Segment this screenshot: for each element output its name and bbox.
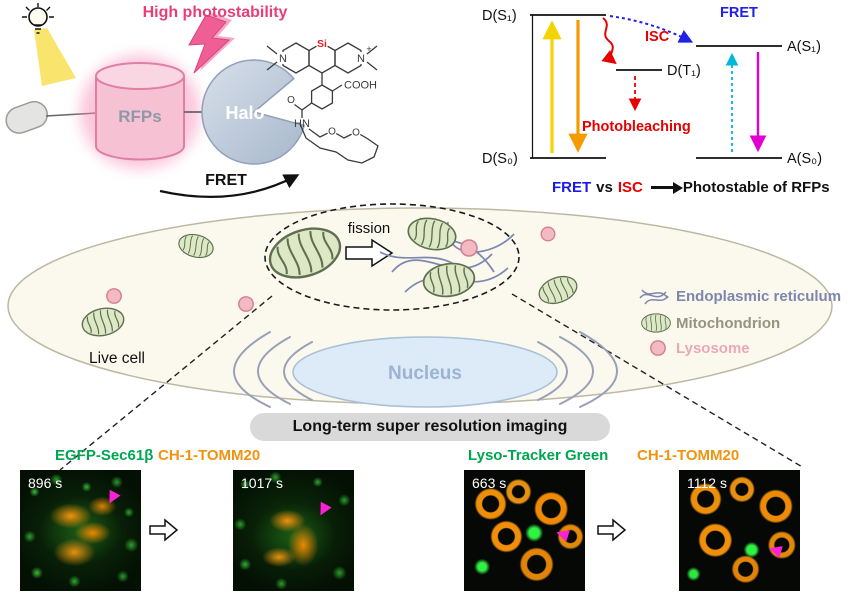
atom-o-carbonyl: O	[287, 95, 295, 106]
pointer-arrowhead-icon: ▶	[102, 488, 123, 508]
fret-label: FRET	[205, 172, 247, 189]
lysosome	[540, 226, 556, 242]
fission-label: fission	[348, 220, 391, 237]
lysosome	[238, 296, 254, 312]
atom-si: Si	[317, 38, 327, 50]
energy-levels	[530, 14, 782, 159]
legend-er-icon	[639, 289, 669, 305]
jablonski-diagram: D(S₁) D(S₀) D(T₁) A(S₁) A(S₀) FRET ISC P…	[482, 5, 822, 167]
fission-zone	[264, 203, 520, 311]
light-bulb-icon	[22, 3, 76, 86]
atom-n-plus: +	[366, 44, 371, 54]
nucleus	[292, 336, 558, 408]
conclusion-statement: FRET vs ISC Photostable of RFPs	[552, 179, 830, 196]
poi-shape	[5, 100, 48, 134]
channel-label-ch1-tomm20-right: CH-1-TOMM20	[637, 447, 740, 464]
halo-protein: Halo	[201, 59, 306, 165]
rfps-cylinder: RFPs	[80, 55, 200, 169]
channel-label-lyso-tracker-green: Lyso-Tracker Green	[468, 447, 609, 464]
lysosome	[460, 239, 478, 257]
time-label-2: 1017 s	[241, 475, 284, 491]
fret-transfer-label: FRET	[720, 5, 758, 21]
group-hn: HN	[294, 118, 310, 130]
dye-structure: N N + Si COOH O HN O O	[266, 36, 379, 164]
time-label-3: 663 s	[472, 475, 507, 491]
legend-lysosome-icon	[650, 340, 666, 356]
time-label-1: 896 s	[28, 475, 63, 491]
isc-label: ISC	[645, 29, 670, 45]
imaging-banner: Long-term super resolution imaging	[250, 413, 610, 441]
legend-er-label: Endoplasmic reticulum	[676, 288, 841, 305]
conclusion-vs: vs	[596, 179, 613, 196]
legend-mitochondrion-icon	[641, 313, 671, 333]
next-frame-arrow-icon	[597, 518, 627, 542]
imaging-banner-label: Long-term super resolution imaging	[292, 418, 568, 435]
rfps-label: RFPs	[118, 107, 161, 126]
d-s1-label: D(S₁)	[482, 8, 517, 24]
cell-diagram: Nucleus fission Live cell Endoplasmic re…	[7, 203, 841, 471]
live-cell-label: Live cell	[89, 350, 145, 367]
pointer-arrowhead-icon: ▶	[766, 540, 784, 561]
conclusion-fret: FRET	[552, 179, 592, 196]
channel-label-egfp-sec61b: EGFP-Sec61β	[55, 447, 154, 464]
rough-er-arcs	[233, 331, 618, 408]
legend-lyso-label: Lysosome	[676, 340, 750, 357]
group-cooh: COOH	[344, 80, 377, 92]
callout-line-left	[59, 295, 273, 471]
atom-o2: O	[352, 128, 360, 139]
lysosome	[106, 288, 122, 304]
atom-n-right: N	[357, 53, 365, 65]
next-frame-arrow-icon	[149, 518, 179, 542]
halo-label: Halo	[225, 103, 264, 123]
pointer-arrowhead-icon: ▶	[553, 524, 571, 545]
callout-line-right	[511, 293, 805, 469]
fret-energy-arrow	[159, 174, 300, 198]
atom-n-left: N	[279, 53, 287, 65]
channel-label-ch1-tomm20-left: CH-1-TOMM20	[158, 447, 261, 464]
legend-mito-label: Mitochondrion	[676, 315, 780, 332]
conclusion-isc: ISC	[617, 179, 643, 196]
probe-schematic: High photostability RFPs Halo	[5, 3, 379, 198]
high-photostability-label: High photostability	[143, 4, 288, 21]
time-label-4: 1112 s	[687, 475, 727, 491]
a-s1-label: A(S₁)	[787, 39, 821, 55]
atom-o1: O	[328, 127, 336, 138]
micro-image-4: 1112 s ▶	[679, 470, 800, 591]
micro-image-1: 896 s ▶	[20, 470, 141, 591]
pointer-arrowhead-icon: ▶	[313, 500, 334, 520]
light-beam	[34, 28, 76, 86]
micro-image-3: 663 s ▶	[464, 470, 585, 591]
photobleaching-label: Photobleaching	[582, 119, 691, 135]
right-arrow-icon	[650, 181, 683, 194]
fission-arrow	[345, 238, 394, 268]
d-t1-label: D(T₁)	[667, 63, 701, 79]
lightning-icon	[188, 14, 231, 74]
a-s0-label: A(S₀)	[787, 151, 822, 167]
conclusion-text: Photostable of RFPs	[682, 179, 830, 196]
nucleus-label: Nucleus	[388, 363, 462, 384]
d-s0-label: D(S₀)	[482, 151, 518, 167]
isc-arrow	[601, 17, 617, 65]
micro-image-2: 1017 s ▶	[233, 470, 354, 591]
